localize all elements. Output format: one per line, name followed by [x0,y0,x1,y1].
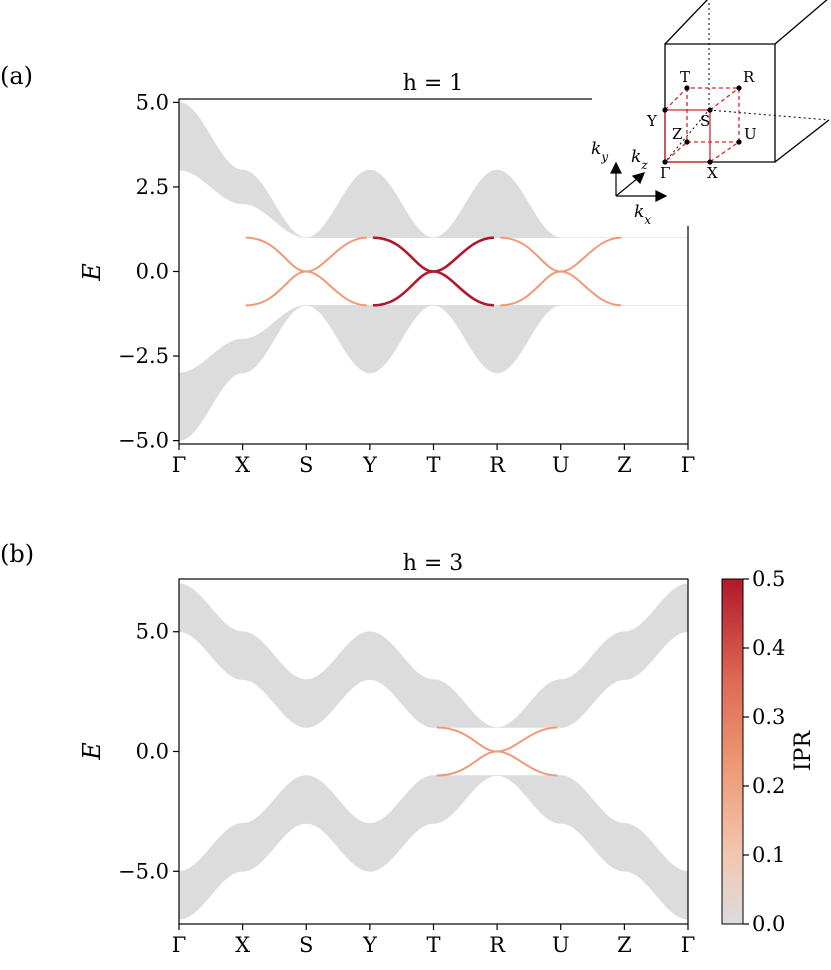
bz-s-label: S [700,112,710,130]
panel-b-surface-states [436,726,558,777]
colorbar-tick-label-4: 0.4 [752,636,785,660]
bz-gamma-label: Γ [660,164,670,182]
x-tick-label-8: Γ [681,933,696,957]
colorbar-ticks: 0.0 0.1 0.2 0.3 0.4 0.5 [743,567,785,936]
x-tick-label-1: X [235,933,250,957]
panel-b-frame [178,578,689,925]
y-tick-label-2: 0.0 [136,260,169,284]
colorbar-tick-label-5: 0.5 [752,567,785,591]
panel-a-label: (a) [0,62,33,90]
x-tick-label-2: S [299,933,313,957]
panel-a-bulk-bands [178,102,688,441]
bz-r-label: R [743,68,755,86]
y-tick-label-0: 5.0 [136,90,169,114]
x-tick-label-4: T [426,453,440,477]
panel-a: (a) h = 1 E Γ X S Y T R U Z Γ 5.0 2.5 0.0 −2.5 −5.0 [0,62,695,477]
bz-u-label: U [744,125,757,143]
colorbar-label: IPR [791,730,816,771]
lower-bulk-band [178,304,688,441]
bz-z-label: Z [672,125,682,143]
x-tick-label-5: R [489,933,506,957]
x-tick-label-7: Z [617,933,632,957]
bz-x-label: X [707,164,718,182]
bz-points [662,85,742,165]
panel-b-y-ticks: 5.0 0.0 −5.0 [118,620,179,883]
x-tick-label-0: Γ [172,453,187,477]
panel-b-ylabel: E [78,742,106,761]
panel-b-bulk-bands [178,583,689,920]
surface-state-branch-R-2 [436,726,558,777]
x-tick-label-2: S [299,453,313,477]
bz-inset: Γ X S Y Z U R T kx ky kz [591,0,831,227]
x-tick-label-6: U [552,453,570,477]
x-tick-label-5: R [489,453,506,477]
y-tick-label-4: −5.0 [118,429,169,453]
colorbar-tick-label-3: 0.3 [752,705,785,729]
bz-t-label: T [680,68,690,86]
x-tick-label-8: Γ [681,453,696,477]
colorbar-gradient [721,578,744,925]
colorbar: 0.0 0.1 0.2 0.3 0.4 0.5 IPR [721,567,816,936]
colorbar-tick-label-1: 0.1 [752,843,785,867]
colorbar-tick-label-0: 0.0 [752,912,785,936]
x-tick-label-1: X [235,453,250,477]
panel-b-title: h = 3 [403,551,464,576]
y-tick-label-1: 0.0 [136,740,169,764]
panel-a-ylabel: E [78,263,106,282]
panel-b-label: (b) [0,540,34,568]
panel-a-title: h = 1 [403,71,464,96]
panel-a-y-ticks: 5.0 2.5 0.0 −2.5 −5.0 [118,90,179,453]
bz-inset-background [592,0,831,226]
bz-y-label: Y [646,112,658,130]
surface-state-branch-T-2 [373,236,495,307]
x-tick-label-0: Γ [172,933,187,957]
surface-state-branch-S-2 [245,236,367,307]
x-tick-label-3: Y [362,453,378,477]
bz-axes [610,161,668,202]
upper-bulk-band [178,102,688,239]
x-tick-label-4: T [426,933,440,957]
y-tick-label-2: −5.0 [118,859,169,883]
y-tick-label-3: −2.5 [118,344,169,368]
y-tick-label-1: 2.5 [136,175,169,199]
y-tick-label-0: 5.0 [136,620,169,644]
x-tick-label-6: U [552,933,570,957]
panel-a-surface-states [245,236,622,307]
x-tick-label-7: Z [617,453,632,477]
lower-bulk-band [178,775,689,920]
colorbar-tick-label-2: 0.2 [752,774,785,798]
panel-b: (b) h = 3 E Γ X S Y T R U Z Γ 5.0 0.0 −5.0 [0,540,695,957]
surface-state-branch-U-2 [500,236,622,307]
upper-bulk-band [178,583,689,728]
x-tick-label-3: Y [362,933,378,957]
